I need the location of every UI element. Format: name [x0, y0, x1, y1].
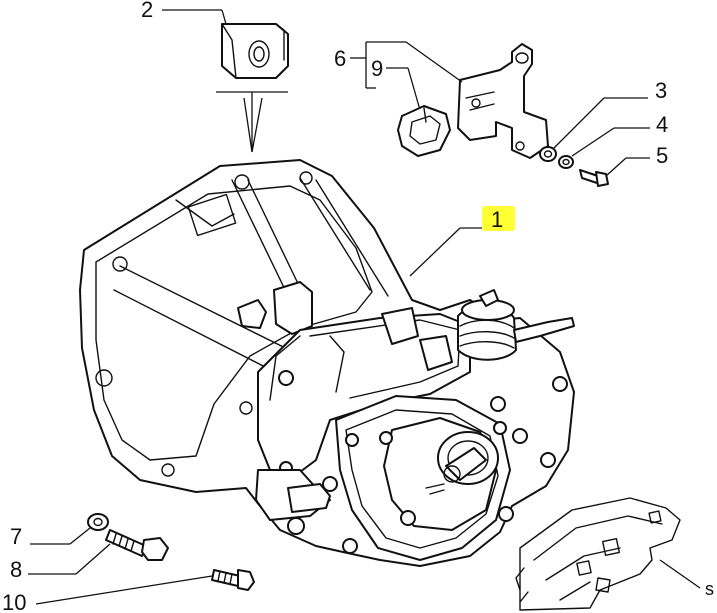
callout-6[interactable]: 6 [334, 46, 346, 71]
part-4-spring-washer [558, 155, 574, 169]
svg-text:9: 9 [371, 56, 383, 81]
svg-text:5: 5 [656, 143, 668, 168]
svg-text:3: 3 [655, 78, 667, 103]
svg-text:s: s [705, 579, 714, 599]
part-3-washer [539, 146, 557, 162]
callout-8[interactable]: 8 [10, 557, 22, 582]
part-10-bolt [211, 569, 255, 591]
callout-1-highlight [482, 206, 515, 231]
svg-text:6: 6 [334, 46, 346, 71]
callout-2[interactable]: 2 [141, 0, 153, 22]
part-s-bracket [515, 497, 681, 611]
part-2-cap [221, 23, 289, 79]
callout-10[interactable]: 10 [2, 590, 26, 613]
callout-9[interactable]: 9 [371, 56, 383, 81]
callout-s[interactable]: s [705, 579, 714, 599]
callout-4[interactable]: 4 [656, 112, 668, 137]
svg-text:7: 7 [10, 524, 22, 549]
svg-text:2: 2 [141, 0, 153, 22]
svg-text:10: 10 [2, 590, 26, 613]
part-1-gearbox-housing [79, 159, 575, 567]
svg-text:8: 8 [10, 557, 22, 582]
leader-1 [409, 227, 461, 277]
part-9-clip [397, 105, 451, 157]
callout-7[interactable]: 7 [10, 524, 22, 549]
callout-5[interactable]: 5 [656, 143, 668, 168]
assembly-arrow [216, 91, 288, 153]
leader-6-9 [350, 41, 463, 111]
part-5-bolt [579, 169, 609, 187]
part-7-washer [87, 513, 109, 531]
part-6-bracket [457, 43, 549, 159]
callout-3[interactable]: 3 [655, 78, 667, 103]
svg-text:4: 4 [656, 112, 668, 137]
callout-1-highlighted[interactable]: 1 [482, 206, 515, 232]
part-8-bolt [105, 529, 169, 561]
svg-text:1: 1 [491, 207, 503, 232]
